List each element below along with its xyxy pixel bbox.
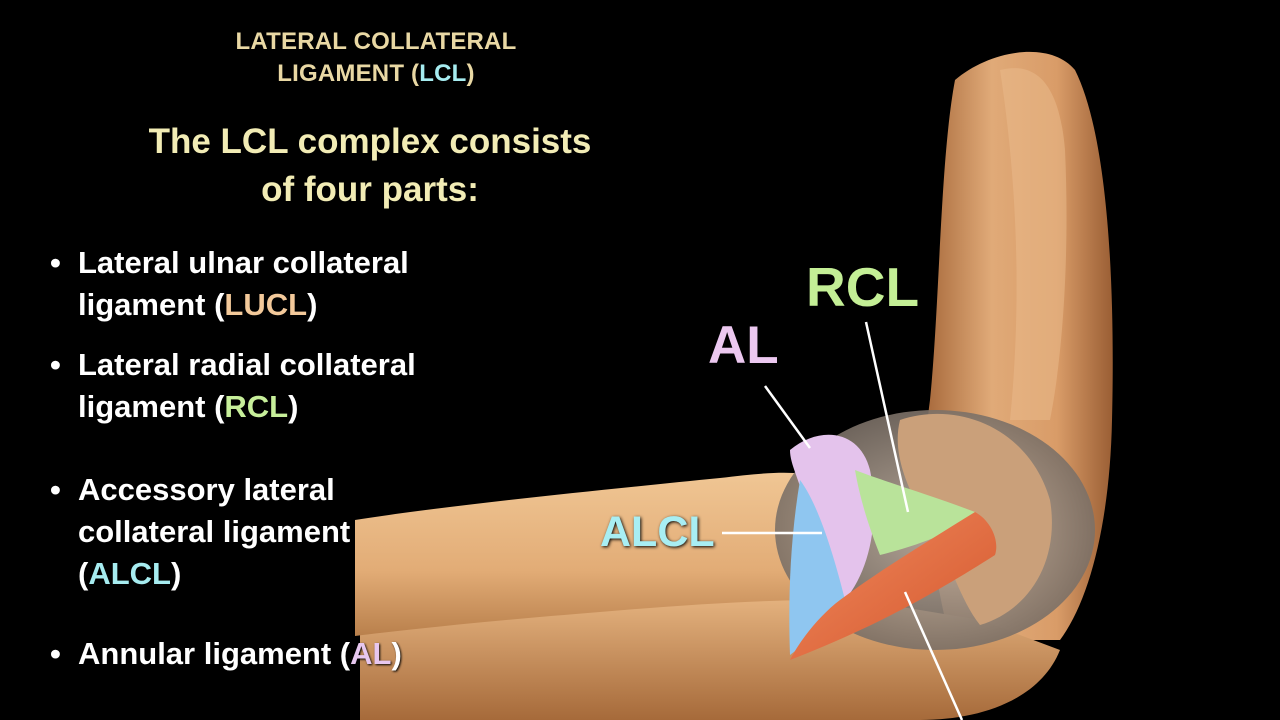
- lateral-ulnar-collateral-ligament-shape: [790, 512, 997, 660]
- bullet-item-alcl: • Accessory lateral collateral ligament …: [50, 469, 490, 595]
- diagram-label-rcl: RCL: [806, 256, 920, 318]
- heading-line-2: LIGAMENT (LCL): [170, 58, 582, 90]
- forearm-upper-shape: [355, 472, 820, 636]
- bullet-text: Annular ligament (AL): [50, 633, 490, 675]
- bullet-close: ): [170, 556, 182, 591]
- abbr-rcl: RCL: [224, 389, 289, 424]
- bullet-item-lucl: • Lateral ulnar collateral ligament (LUC…: [50, 242, 490, 326]
- heading-line-2-close: ): [466, 60, 475, 87]
- slide-subtitle: The LCL complex consists of four parts:: [90, 118, 650, 214]
- bullet-item-rcl: • Lateral radial collateral ligament (RC…: [50, 344, 490, 428]
- upper-arm-highlight: [1000, 68, 1067, 421]
- bullet-line-2: ligament (: [78, 389, 225, 424]
- bullet-text: Accessory lateral collateral ligament (A…: [50, 469, 490, 595]
- bullet-line-2: collateral ligament: [78, 514, 351, 549]
- bullet-line-1: Lateral ulnar collateral: [78, 245, 409, 280]
- right-edge-bar: [1230, 0, 1280, 720]
- lucl-pointer-line: [903, 591, 964, 720]
- bullet-item-al: • Annular ligament (AL): [50, 633, 490, 675]
- subtitle-line-2: of four parts:: [261, 170, 479, 209]
- bullet-line-1: Accessory lateral: [78, 472, 335, 507]
- bullet-line-2: ligament (: [78, 287, 225, 322]
- bullet-text: Lateral ulnar collateral ligament (LUCL): [50, 242, 490, 326]
- bullet-line-1: Lateral radial collateral: [78, 347, 416, 382]
- slide-heading: LATERAL COLLATERAL LIGAMENT (LCL): [170, 26, 582, 90]
- rcl-pointer-line: [864, 321, 910, 513]
- abbr-lucl: LUCL: [224, 287, 308, 322]
- bullet-close: ): [391, 636, 402, 671]
- bullet-text: Lateral radial collateral ligament (RCL): [50, 344, 490, 428]
- abbr-alcl: ALCL: [88, 556, 171, 591]
- heading-abbr-lcl: LCL: [419, 60, 467, 87]
- annular-ligament-shape: [790, 434, 874, 600]
- bullet-dot: •: [50, 347, 61, 382]
- heading-line-1: LATERAL COLLATERAL: [235, 28, 517, 55]
- bullet-dot: •: [50, 245, 61, 280]
- bullet-line-1: Annular ligament (: [78, 636, 351, 671]
- diagram-label-al: AL: [708, 316, 779, 375]
- bullet-dot: •: [50, 636, 61, 671]
- subtitle-line-1: The LCL complex consists: [148, 122, 592, 161]
- bullet-close: ): [307, 287, 318, 322]
- bullet-dot: •: [50, 472, 61, 507]
- diagram-label-alcl: ALCL: [600, 508, 715, 556]
- abbr-al: AL: [350, 636, 392, 671]
- radial-collateral-ligament-shape: [855, 470, 975, 555]
- heading-line-2-text: LIGAMENT (: [277, 60, 420, 87]
- al-pointer-line: [763, 385, 812, 449]
- bullet-close: ): [288, 389, 299, 424]
- bullet-line-3: (: [78, 556, 89, 591]
